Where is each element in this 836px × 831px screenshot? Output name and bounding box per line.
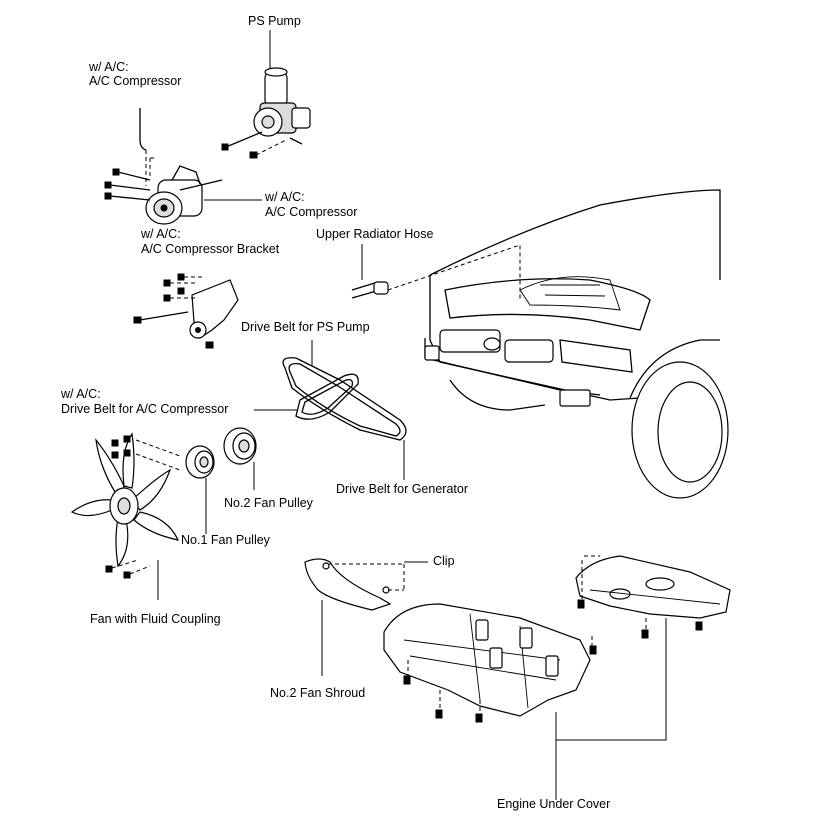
engine-under-cover-label: Engine Under Cover xyxy=(497,797,611,811)
ac-compressor-mid-label-line2: A/C Compressor xyxy=(265,205,358,219)
no1-fan-pulley-label: No.1 Fan Pulley xyxy=(181,533,270,547)
clip-label: Clip xyxy=(433,554,455,568)
ac-compressor-top-label-line2: A/C Compressor xyxy=(89,74,182,88)
drive-belt-generator-label: Drive Belt for Generator xyxy=(336,482,468,496)
vehicle-front-drawing xyxy=(424,189,729,499)
ac-compressor-drawing xyxy=(104,157,223,225)
engine-under-cover-front-drawing xyxy=(383,603,597,723)
no2-fan-shroud-drawing xyxy=(304,558,405,611)
fan-fluid-coupling-drawing xyxy=(70,432,181,579)
ps-pump-drawing xyxy=(221,67,311,159)
drive-belt-ps-pump-label: Drive Belt for PS Pump xyxy=(241,320,370,334)
ps-pump-label: PS Pump xyxy=(248,14,301,28)
upper-radiator-hose-drawing xyxy=(351,244,521,300)
ac-compressor-mid-label-line1: w/ A/C: xyxy=(265,190,305,204)
drive-belt-ac-label-line2: Drive Belt for A/C Compressor xyxy=(61,402,229,416)
drive-belt-ac-label-line1: w/ A/C: xyxy=(61,387,101,401)
ac-compressor-fitting-drawing xyxy=(139,108,147,186)
no1-fan-pulley-drawing xyxy=(185,445,215,479)
engine-under-cover-rear-drawing xyxy=(575,555,731,639)
ac-bracket-drawing xyxy=(133,273,239,349)
upper-radiator-hose-label: Upper Radiator Hose xyxy=(316,227,434,241)
ac-bracket-label-line2: A/C Compressor Bracket xyxy=(141,242,280,256)
ac-compressor-top-label-line1: w/ A/C: xyxy=(89,60,129,74)
ac-bracket-label-line1: w/ A/C: xyxy=(141,227,181,241)
drive-belts-drawing xyxy=(282,357,407,441)
no2-fan-pulley-label: No.2 Fan Pulley xyxy=(224,496,313,510)
fan-fluid-coupling-label: Fan with Fluid Coupling xyxy=(90,612,221,626)
no2-fan-shroud-label: No.2 Fan Shroud xyxy=(270,686,366,700)
no2-fan-pulley-drawing xyxy=(223,427,257,465)
